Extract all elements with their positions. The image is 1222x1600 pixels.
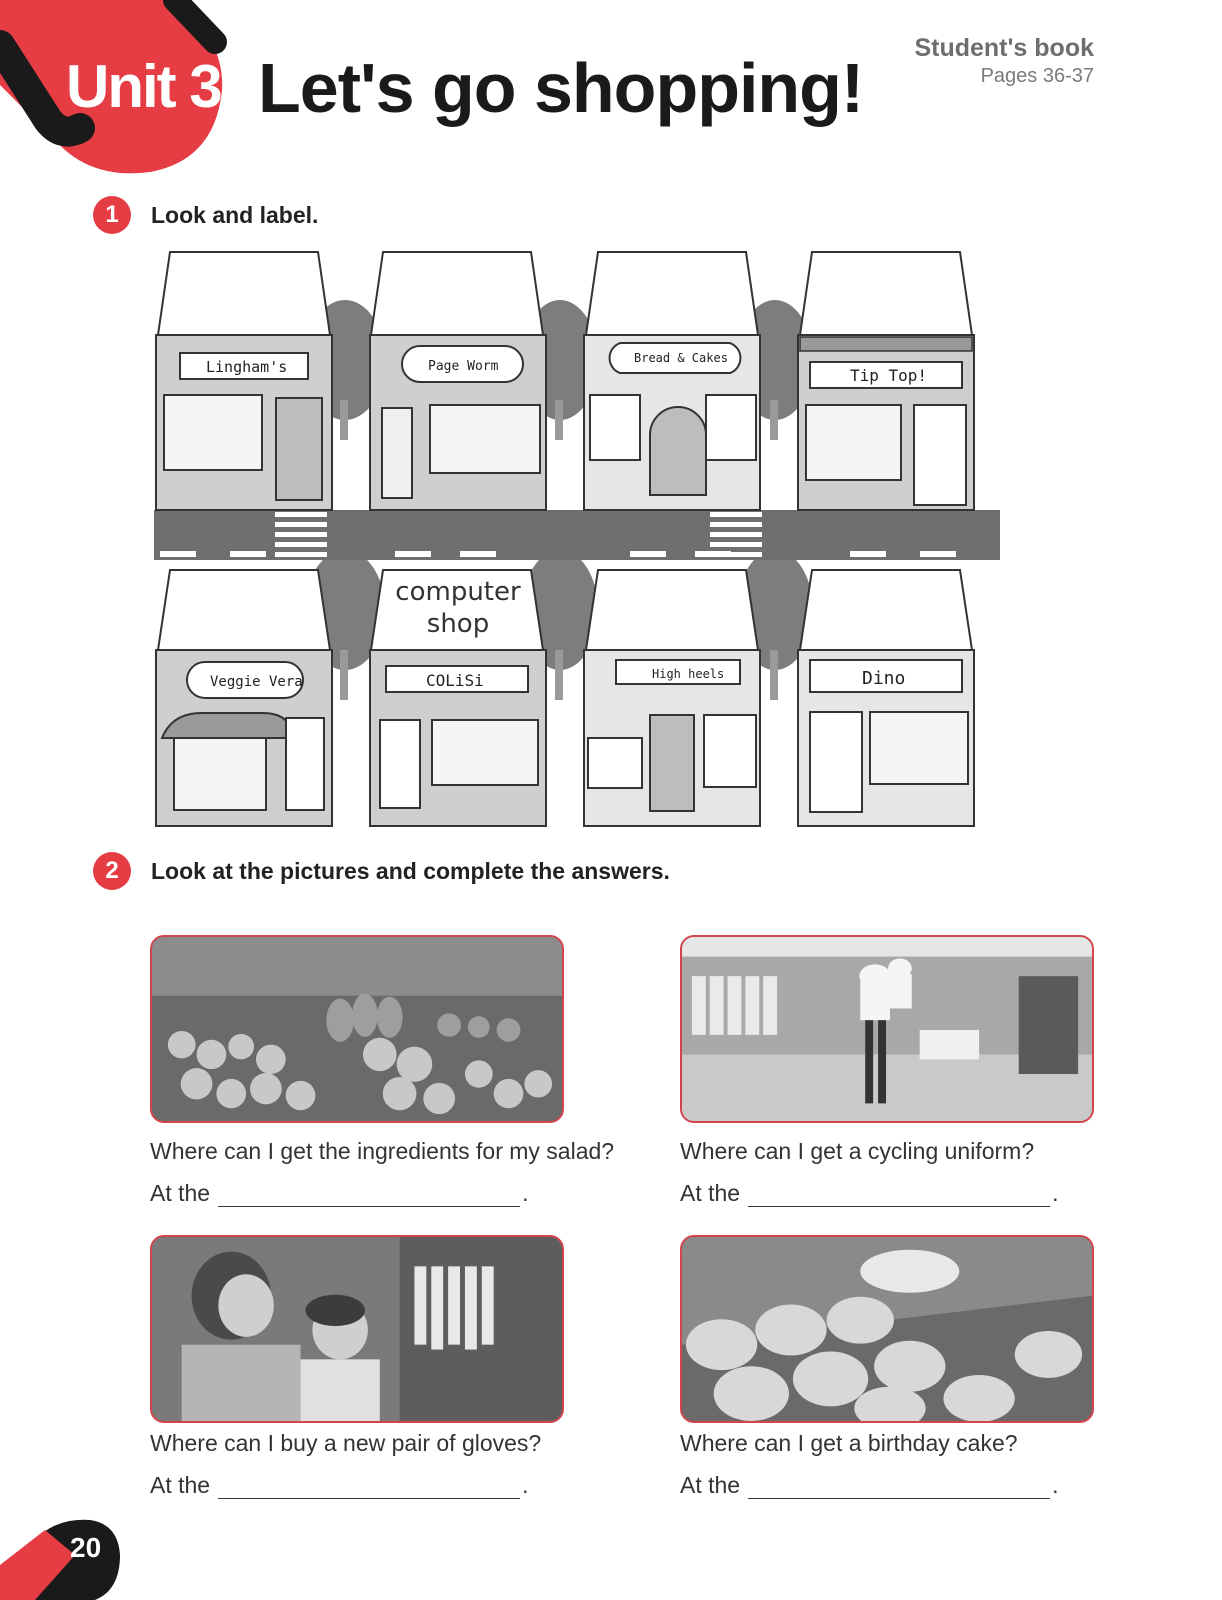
answer-period: .: [522, 1472, 529, 1498]
answer-1: At the .: [150, 1180, 529, 1207]
answer-blank-1[interactable]: [218, 1185, 521, 1207]
answer-prefix: At the: [150, 1180, 211, 1206]
sign-veggie-vera: Veggie Vera: [210, 674, 303, 690]
answer-period: .: [1052, 1472, 1059, 1498]
sign-tip-top: Tip Top!: [850, 366, 927, 385]
answer-period: .: [522, 1180, 529, 1206]
sign-colisi: COLiSi: [426, 671, 484, 690]
exercise-2-header: 2 Look at the pictures and complete the …: [93, 852, 670, 890]
answer-4: At the .: [680, 1472, 1059, 1499]
answer-2: At the .: [680, 1180, 1059, 1207]
page-title: Let's go shopping!: [258, 49, 864, 127]
answer-prefix: At the: [680, 1180, 741, 1206]
unit-label: Unit 3: [66, 53, 223, 120]
exercise-1-header: 1 Look and label.: [93, 196, 318, 234]
photo-fruit-market: [150, 935, 564, 1123]
book-reference: Student's book Pages 36-37: [914, 34, 1094, 88]
book-pages: Pages 36-37: [980, 65, 1094, 87]
sign-bread-cakes: Bread & Cakes: [634, 351, 728, 365]
answer-blank-2[interactable]: [748, 1185, 1051, 1207]
page-number: 20: [70, 1532, 102, 1563]
photo-clothes-shopping: [150, 1235, 564, 1423]
answer-blank-4[interactable]: [748, 1477, 1051, 1499]
exercise-number: 2: [93, 852, 131, 890]
question-4: Where can I get a birthday cake?: [680, 1430, 1018, 1456]
photo-bakery: [680, 1235, 1094, 1423]
question-1: Where can I get the ingredients for my s…: [150, 1138, 615, 1164]
answer-prefix: At the: [150, 1472, 211, 1498]
sign-page-worm: Page Worm: [428, 359, 499, 374]
street-illustration: Lingham's Page Worm Bread & Cakes Tip To…: [150, 250, 1000, 850]
unit-badge: Unit 3: [0, 0, 230, 175]
sign-dino: Dino: [862, 668, 905, 689]
example-label-line2: shop: [427, 609, 489, 639]
page-number-badge: 20: [0, 1510, 130, 1600]
sign-linghams: Lingham's: [206, 358, 287, 376]
answer-blank-3[interactable]: [218, 1477, 521, 1499]
exercise-number: 1: [93, 196, 131, 234]
exercise-instruction: Look at the pictures and complete the an…: [151, 857, 670, 884]
answer-period: .: [1052, 1180, 1059, 1206]
book-name: Student's book: [914, 34, 1094, 62]
example-label-line1: computer: [395, 577, 521, 607]
answer-3: At the .: [150, 1472, 529, 1499]
question-3: Where can I buy a new pair of gloves?: [150, 1430, 542, 1456]
exercise-instruction: Look and label.: [151, 201, 319, 228]
photo-sports-store: [680, 935, 1094, 1123]
answer-prefix: At the: [680, 1472, 741, 1498]
sign-high-heels: High heels: [652, 667, 724, 681]
question-2: Where can I get a cycling uniform?: [680, 1138, 1035, 1164]
